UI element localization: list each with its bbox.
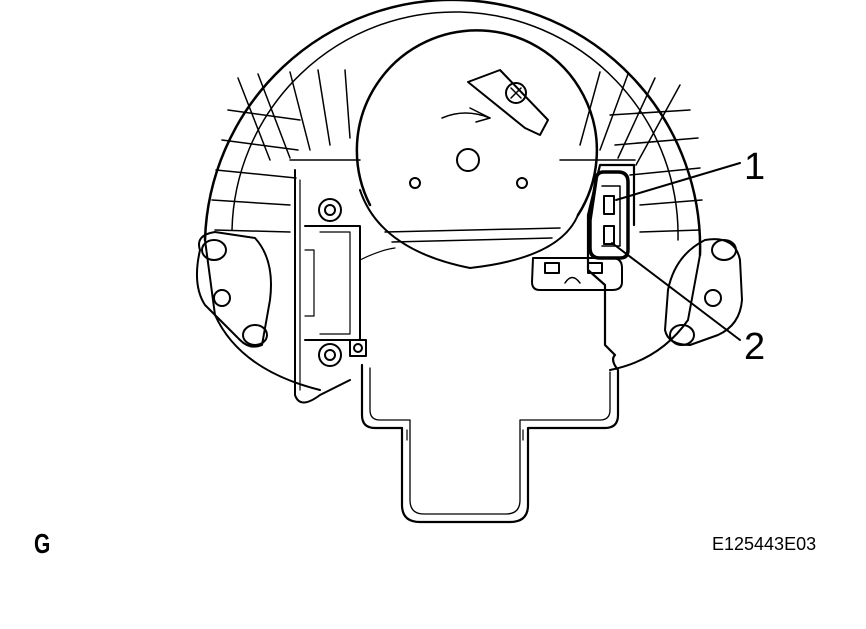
corner-letter: G <box>34 528 51 559</box>
controller-housing <box>294 169 396 404</box>
left-mounting-lug <box>195 231 272 348</box>
callout-2-leader <box>611 242 741 341</box>
callout-2-label: 2 <box>744 326 766 368</box>
upper-terminal <box>603 195 615 215</box>
fan-housing <box>203 0 702 391</box>
callout-1-leader <box>615 162 741 201</box>
callout-1-label: 1 <box>744 146 766 188</box>
connector-housing <box>531 257 623 291</box>
duct-body <box>360 163 636 524</box>
fan-blades <box>211 69 703 233</box>
lower-terminal <box>603 225 615 245</box>
figure-id: E125443E03 <box>712 534 817 554</box>
terminal-assembly <box>588 170 630 260</box>
right-mounting-lug <box>664 238 743 346</box>
motor-hub <box>355 29 599 269</box>
